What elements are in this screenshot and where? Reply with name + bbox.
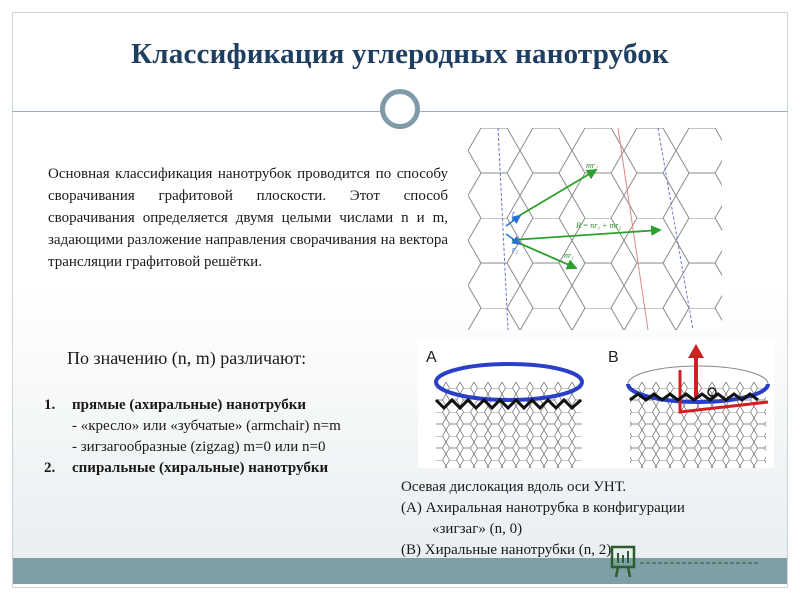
label-r1: r₁: [512, 209, 518, 218]
label-R: R = nr₁ + mr₂: [575, 221, 621, 230]
graphene-lattice-figure: mr₂ R = nr₁ + mr₂ nr₁ r₁ r₂: [468, 128, 722, 330]
vector-R: [511, 225, 662, 241]
lattice-axis-pink: [617, 128, 649, 330]
caption-line: «зигзаг» (n, 0): [432, 521, 523, 537]
label-mr2: mr₂: [586, 161, 598, 170]
caption-line: Осевая дислокация вдоль оси УНТ.: [401, 479, 627, 495]
list-item-detail: - «кресло» или «зубчатые» (armchair) n=m: [72, 418, 341, 434]
zigzag-line: [434, 397, 582, 411]
slide-title: Классификация углеродных нанотрубок: [131, 38, 669, 70]
vector-r2: [505, 233, 522, 245]
classification-list: 1. прямые (ахиральные) нанотрубки - «кре…: [44, 395, 364, 479]
label-nr1: nr₁: [564, 251, 574, 260]
intro-paragraph: Основная классификация нанотрубок провод…: [48, 166, 448, 270]
list-item-number: 1.: [44, 397, 56, 413]
list-item-detail: - зигзагообразные (zigzag) m=0 или n=0: [72, 439, 326, 455]
list-item-number: 2.: [44, 460, 56, 476]
subheading: По значению (n, m) различают:: [67, 348, 307, 368]
list-item: 1. прямые (ахиральные) нанотрубки - «кре…: [44, 395, 364, 458]
lattice-axis-right: [657, 128, 694, 330]
vector-mr2: [511, 169, 598, 221]
caption-line: (B) Хиральные нанотрубки (n, 2): [401, 542, 612, 558]
vector-nr1: [511, 239, 578, 270]
label-r2: r₂: [512, 245, 518, 254]
label-b: B: [608, 349, 619, 366]
list-item: 2. спиральные (хиральные) нанотрубки: [44, 458, 364, 479]
figure-caption: Осевая дислокация вдоль оси УНТ. (A) Ахи…: [401, 477, 761, 561]
vector-r1: [505, 215, 522, 227]
bottom-bar: [13, 558, 787, 584]
caption-line: (A) Ахиральная нанотрубка в конфигурации: [401, 500, 685, 516]
tube-a: [434, 362, 584, 468]
nanotube-figure: A B: [418, 340, 774, 468]
tube-b: [626, 344, 770, 468]
lattice-axis-left: [497, 128, 509, 330]
circle-ornament-icon: [380, 89, 420, 129]
presentation-logo-icon: [610, 545, 758, 578]
list-item-title: спиральные (хиральные) нанотрубки: [72, 460, 329, 476]
label-a: A: [426, 349, 437, 366]
list-item-title: прямые (ахиральные) нанотрубки: [72, 397, 307, 413]
